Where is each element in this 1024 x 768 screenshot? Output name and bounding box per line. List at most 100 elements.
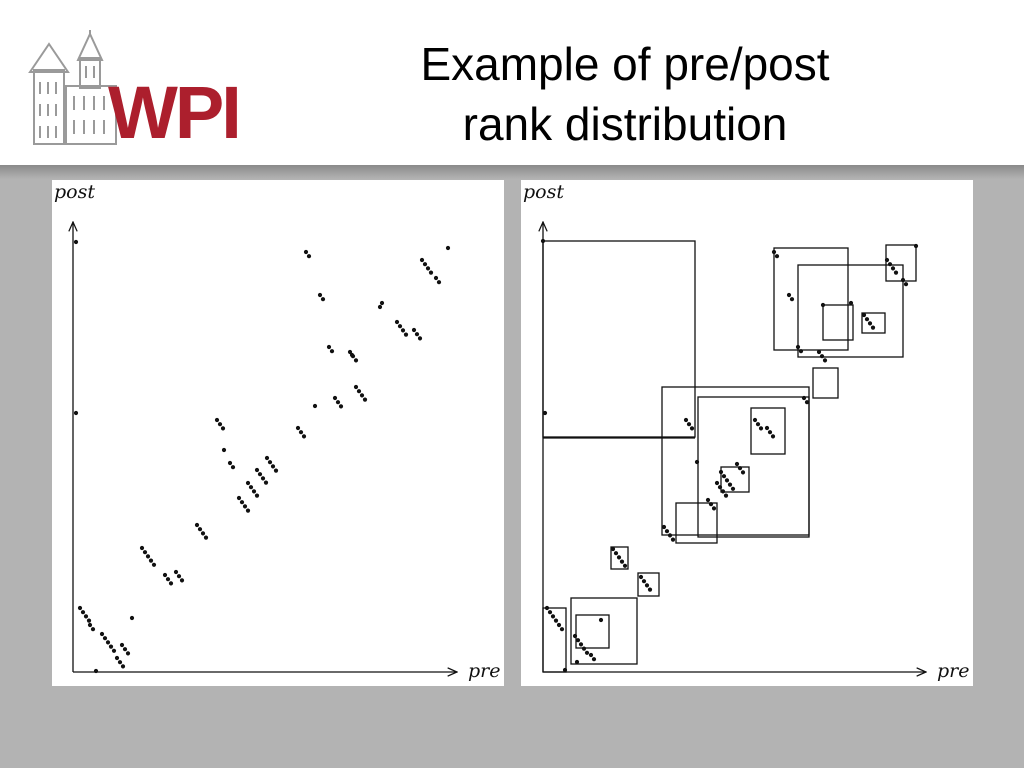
data-point <box>93 668 99 674</box>
data-point <box>359 393 365 398</box>
data-point <box>403 332 409 337</box>
data-point <box>306 254 312 259</box>
data-point <box>727 482 733 487</box>
data-point <box>257 472 263 477</box>
data-point <box>903 282 909 287</box>
data-point <box>264 455 270 461</box>
data-point <box>887 262 893 267</box>
data-point <box>553 618 559 623</box>
data-point <box>786 292 792 298</box>
data-point <box>436 280 442 285</box>
region-box <box>675 502 718 544</box>
data-point <box>411 327 417 333</box>
data-point <box>87 622 93 628</box>
data-point <box>173 569 179 575</box>
data-point <box>347 349 353 355</box>
data-point <box>245 508 251 513</box>
data-point <box>801 395 807 401</box>
data-point <box>317 292 323 298</box>
region-box <box>637 572 660 597</box>
data-point <box>400 328 406 333</box>
data-point <box>540 238 546 244</box>
data-point <box>622 563 628 568</box>
data-point <box>99 631 105 637</box>
data-point <box>708 502 714 507</box>
header-divider <box>0 165 1024 179</box>
data-point <box>544 605 550 611</box>
data-point <box>752 417 758 423</box>
data-point <box>414 332 420 337</box>
data-point <box>562 667 568 673</box>
data-point <box>151 562 157 567</box>
data-point <box>125 651 131 656</box>
data-point <box>767 430 773 435</box>
data-point <box>326 344 332 350</box>
data-point <box>329 349 335 354</box>
data-point <box>230 465 236 470</box>
data-point <box>588 652 594 658</box>
data-point <box>804 400 810 405</box>
data-point <box>798 349 804 354</box>
x-axis-label: pre <box>937 660 970 682</box>
data-point <box>900 277 906 283</box>
data-point <box>353 384 359 390</box>
data-point <box>770 434 776 439</box>
data-point <box>236 495 242 501</box>
region-box <box>542 240 696 438</box>
data-point <box>664 529 670 534</box>
data-point <box>556 622 562 628</box>
data-point <box>581 646 587 651</box>
data-point <box>694 459 700 465</box>
data-point <box>613 551 619 556</box>
data-point <box>200 531 206 536</box>
data-point <box>822 358 828 363</box>
data-point <box>83 614 89 619</box>
data-point <box>717 485 723 490</box>
data-point <box>108 644 114 649</box>
data-point <box>641 579 647 584</box>
region-box <box>797 264 904 358</box>
data-point <box>119 642 125 648</box>
data-point <box>254 493 260 498</box>
data-point <box>227 460 233 466</box>
data-point <box>610 546 616 552</box>
data-point <box>338 404 344 409</box>
slide-title: Example of pre/post rank distribution <box>330 34 920 154</box>
data-point <box>220 426 226 431</box>
y-axis-label: post <box>523 181 564 203</box>
data-point <box>542 410 548 416</box>
data-point <box>102 636 108 641</box>
data-point <box>816 349 822 355</box>
data-point <box>217 422 223 427</box>
region-box <box>720 466 750 493</box>
data-point <box>689 426 695 431</box>
data-point <box>789 297 795 302</box>
data-point <box>737 466 743 471</box>
data-point <box>73 239 79 245</box>
data-point <box>550 614 556 619</box>
data-point <box>145 554 151 559</box>
data-point <box>686 422 692 427</box>
data-point <box>312 403 318 409</box>
data-point <box>720 489 726 494</box>
data-point <box>422 262 428 267</box>
data-point <box>260 476 266 481</box>
data-point <box>774 254 780 259</box>
data-point <box>203 535 209 540</box>
data-point <box>884 257 890 263</box>
data-point <box>764 425 770 431</box>
data-point <box>740 470 746 475</box>
data-point <box>377 304 383 310</box>
data-point <box>303 249 309 255</box>
data-point <box>142 550 148 555</box>
data-point <box>397 324 403 329</box>
data-point <box>320 297 326 302</box>
data-point <box>861 312 867 318</box>
data-point <box>335 400 341 405</box>
data-point <box>379 300 385 306</box>
data-points <box>73 239 451 674</box>
title-line-1: Example of pre/post <box>420 38 830 90</box>
data-point <box>332 395 338 401</box>
data-point <box>239 500 245 505</box>
data-point <box>711 506 717 511</box>
